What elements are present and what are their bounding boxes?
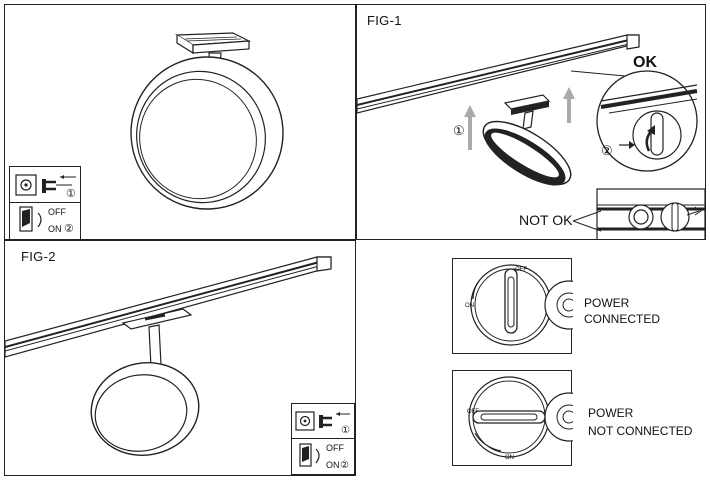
power-legend-box: ① OFF ON ② (291, 403, 355, 475)
fig1-installation-illustration (357, 34, 705, 239)
dial-off-label: OFF (515, 267, 527, 273)
step2-marker: ② (601, 143, 613, 158)
dial-off-label: OFF (467, 409, 479, 415)
panel-installed-light: ① OFF ON ② (4, 4, 356, 240)
dial-on-label: ON (505, 455, 514, 461)
on-label: ON (48, 224, 62, 234)
step2-marker: ② (340, 460, 349, 471)
fig2-mounted-light-illustration (5, 256, 332, 456)
installed-light-illustration (130, 32, 284, 210)
fig2-title: FIG-2 (21, 249, 56, 264)
dial-connected-icon (470, 264, 573, 346)
panel-fig2: FIG-2 ① OFF (4, 240, 356, 476)
power-not-connected-label-line1: POWER (588, 406, 634, 420)
power-not-connected-label-line2: NOT CONNECTED (588, 424, 693, 438)
step2-marker: ② (64, 223, 74, 235)
step1-marker: ① (453, 123, 465, 138)
step1-marker: ① (66, 188, 76, 200)
plug-socket-icon (15, 174, 76, 196)
dial-not-connected-icon (468, 376, 573, 458)
dial-connected-figure: OFF ON (452, 258, 573, 354)
not-ok-label: NOT OK (519, 212, 573, 228)
switch-icon (19, 206, 42, 232)
fig1-title: FIG-1 (367, 13, 402, 28)
plug-socket-icon (295, 411, 350, 431)
panel-fig1: FIG-1 (356, 4, 706, 240)
dial-not-connected-figure: OFF ON (452, 370, 573, 466)
step1-marker: ① (341, 425, 350, 436)
dial-on-label: ON (465, 303, 474, 309)
power-connected-label-line1: POWER (584, 296, 630, 310)
on-label: ON (326, 460, 340, 470)
off-label: OFF (326, 443, 344, 453)
power-connected-label-line2: CONNECTED (584, 312, 661, 326)
off-label: OFF (48, 207, 66, 217)
switch-icon (299, 443, 320, 467)
power-legend-box: ① OFF ON ② (9, 166, 81, 239)
panel-power-status: OFF ON POWER CONNECTED OFF ON POWER NOT … (356, 240, 706, 476)
ok-label: OK (633, 54, 657, 71)
